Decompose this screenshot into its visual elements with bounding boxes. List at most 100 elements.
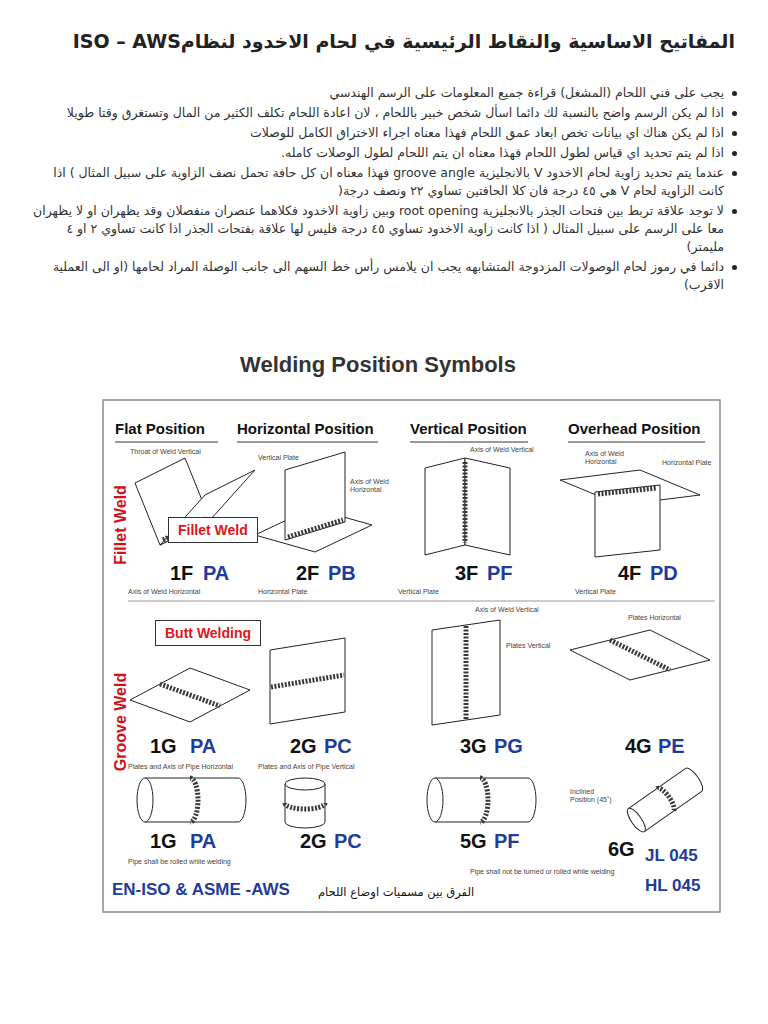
bullet-text: اذا لم يكن الرسم واضح بالنسبة لك دائما ا…: [67, 105, 724, 120]
row-label: Groove Weld: [112, 673, 130, 771]
position-code: PB: [328, 562, 356, 585]
annotation: Axis of Weld Horizontal: [128, 588, 200, 596]
annotation: Throat of Weld Vertical: [130, 448, 201, 456]
plate: [270, 638, 345, 724]
column-header: Flat Position: [115, 420, 205, 437]
pipe-end: [427, 778, 443, 822]
row-label: Fillet Weld: [112, 485, 130, 565]
annotation: Plates Horizontal: [628, 614, 681, 622]
position-code: 3F: [455, 562, 478, 585]
position-code: PG: [494, 735, 523, 758]
plate: [432, 620, 500, 725]
position-code: PF: [494, 830, 520, 853]
position-code: JL 045: [645, 846, 698, 866]
header-underline: [115, 442, 218, 443]
position-code: 6G: [608, 838, 635, 861]
position-code: 1G: [150, 830, 177, 853]
bullet-dot: [732, 131, 737, 136]
box-label: Butt Welding: [165, 625, 251, 641]
annotation: Plates and Axis of Pipe Horizontal: [128, 763, 233, 771]
plate: [465, 458, 510, 555]
annotation: Pipe shall be rolled while welding: [128, 858, 231, 866]
weld-type-box: Butt Welding: [155, 620, 261, 646]
position-code: 1G: [150, 735, 177, 758]
column-header: Vertical Position: [410, 420, 527, 437]
position-code: 3G: [460, 735, 487, 758]
footer-text: EN-ISO & ASME -AWS: [112, 880, 290, 900]
annotation: Inclined Position (45˚): [570, 788, 620, 804]
header-underline: [568, 442, 705, 443]
panel-frame: [103, 400, 720, 912]
weld-bead: [463, 462, 468, 543]
annotation: Vertical Plate: [398, 588, 439, 596]
weld-bead: [610, 640, 670, 670]
annotation: Pipe shall not be turned or rolled while…: [470, 868, 614, 876]
bullet-text: اذا لم يكن هناك اي بيانات تخص ابعاد عمق …: [250, 125, 724, 140]
pipe: [435, 778, 536, 822]
bullet-dot: [732, 151, 737, 156]
page-title: المفاتيح الاساسية والنقاط الرئيسية في لح…: [30, 30, 735, 52]
position-code: PF: [487, 562, 513, 585]
plate: [570, 630, 710, 680]
section-heading: Welding Position Symbols: [0, 352, 762, 378]
bullet-text: يجب على فني اللحام (المشغل) قراءة جميع ا…: [330, 85, 725, 100]
bullet-item: اذا لم يتم تحديد اي قياس لطول اللحام فهذ…: [30, 144, 740, 162]
plate: [425, 458, 465, 555]
weld-ring: [480, 778, 488, 822]
bullet-item: دائما في رموز لحام الوصولات المزدوجة الم…: [30, 258, 740, 294]
weld-bead: [160, 684, 220, 706]
bullet-item: عندما يتم تحديد زاوية لحام الاخدود V بال…: [30, 164, 740, 200]
annotation: Axis of Weld Horizontal: [350, 478, 398, 494]
pipe: [285, 784, 325, 828]
annotation: Vertical Plate: [258, 454, 299, 462]
weld-bead: [288, 520, 343, 537]
position-code: PE: [658, 735, 685, 758]
bullet-dot: [732, 265, 737, 270]
position-code: PA: [203, 562, 229, 585]
pipe-end: [137, 778, 153, 822]
column-header: Overhead Position: [568, 420, 701, 437]
annotation: Horizontal Plate: [258, 588, 307, 596]
header-underline: [237, 442, 378, 443]
bullet-text: اذا لم يتم تحديد اي قياس لطول اللحام فهذ…: [281, 145, 724, 160]
bullet-dot: [732, 91, 737, 96]
header-underline: [410, 442, 528, 443]
position-code: 5G: [460, 830, 487, 853]
bullet-item: يجب على فني اللحام (المشغل) قراءة جميع ا…: [30, 84, 740, 102]
position-code: PA: [190, 830, 216, 853]
annotation: Plates Vertical: [506, 642, 550, 650]
annotation: Vertical Plate: [575, 588, 616, 596]
inclined-pipe: [624, 766, 706, 835]
column-header: Horizontal Position: [237, 420, 374, 437]
annotation: Axis of Weld Vertical: [475, 606, 539, 614]
weld-ring: [190, 778, 198, 822]
position-code: 2G: [300, 830, 327, 853]
bullet-item: اذا لم يكن هناك اي بيانات تخص ابعاد عمق …: [30, 124, 740, 142]
bullet-dot: [732, 209, 737, 214]
bullet-dot: [732, 171, 737, 176]
plate: [595, 485, 660, 557]
weld-ring: [285, 803, 325, 809]
box-label: Fillet Weld: [178, 522, 248, 538]
plate: [285, 452, 345, 540]
weld-bead: [464, 626, 469, 719]
pipe: [145, 778, 246, 822]
position-code: PA: [190, 735, 216, 758]
pipe-end: [624, 806, 648, 835]
pipe-end: [285, 778, 325, 790]
position-code: 2F: [296, 562, 319, 585]
bullet-item: لا توجد علاقة تربط بين فتحات الجذر بالان…: [30, 202, 740, 256]
weld-bead: [271, 675, 344, 687]
position-code: 2G: [290, 735, 317, 758]
annotation: Axis of Weld Vertical: [470, 446, 534, 454]
bullet-item: اذا لم يكن الرسم واضح بالنسبة لك دائما ا…: [30, 104, 740, 122]
bullet-text: لا توجد علاقة تربط بين فتحات الجذر بالان…: [33, 203, 724, 254]
position-code: 1F: [170, 562, 193, 585]
footer-text: الفرق بين مسميات اوضاع اللحام: [318, 885, 474, 899]
row-divider: [128, 601, 715, 602]
position-code: 4G: [625, 735, 652, 758]
bullet-text: دائما في رموز لحام الوصولات المزدوجة الم…: [53, 259, 724, 292]
weld-type-box: Fillet Weld: [168, 517, 258, 543]
position-code: HL 045: [645, 876, 700, 896]
